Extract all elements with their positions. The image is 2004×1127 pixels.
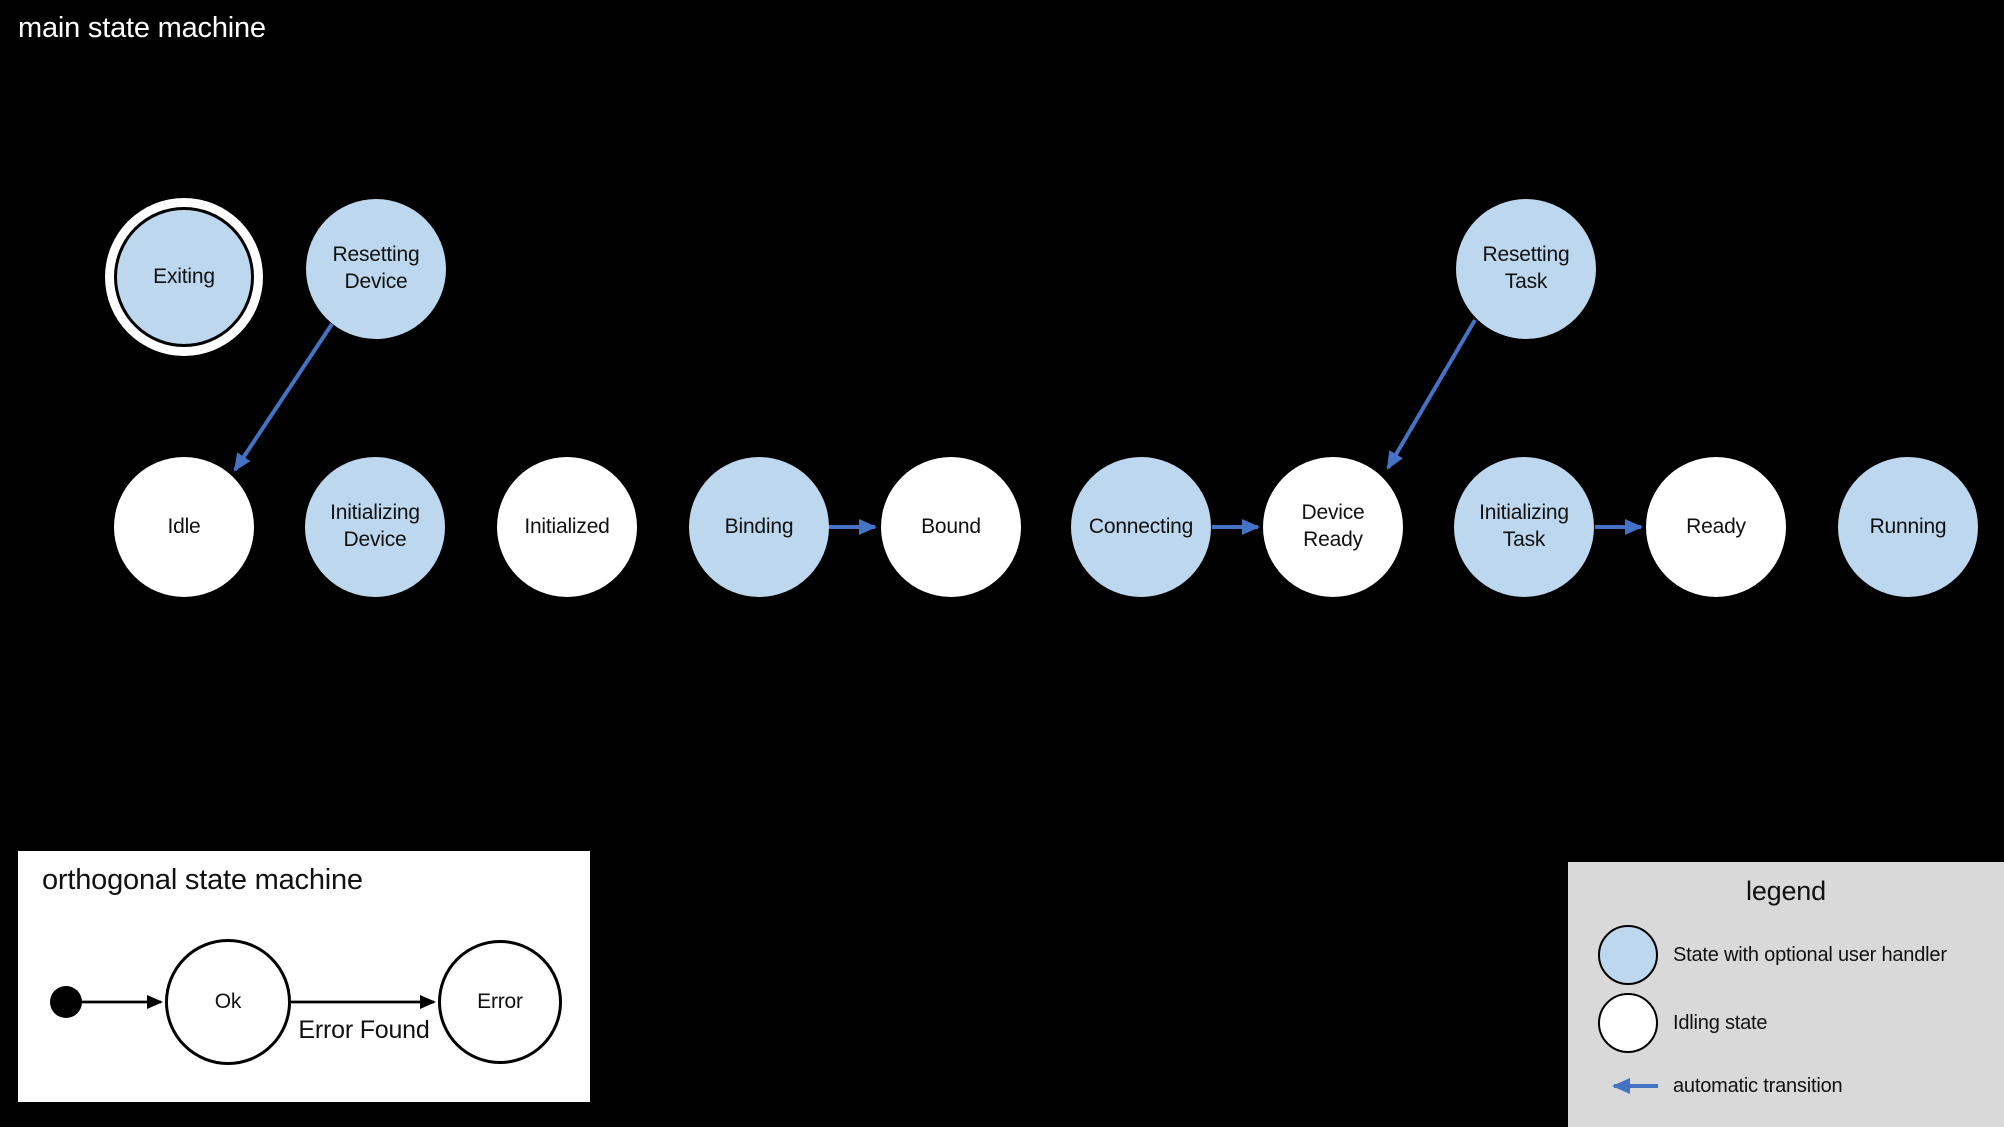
state-initializing-task: Initializing Task xyxy=(1454,457,1594,597)
state-ok: Ok xyxy=(165,939,291,1065)
state-label: Error xyxy=(477,990,523,1013)
state-label: Initialized xyxy=(524,514,610,538)
state-label: Running xyxy=(1869,514,1947,538)
state-label: Resetting Device xyxy=(332,243,420,293)
state-bound: Bound xyxy=(881,457,1021,597)
transition-resetting-device-to-idle-arrow xyxy=(233,322,334,472)
legend-idling-state-icon xyxy=(1598,993,1658,1053)
legend-title: legend xyxy=(1746,876,1826,906)
state-ready: Ready xyxy=(1646,457,1786,597)
transition-label-error-found: Error Found xyxy=(298,1016,430,1044)
state-label: Connecting xyxy=(1088,514,1194,538)
state-label: Idle xyxy=(167,514,201,538)
initial-state-dot xyxy=(50,986,82,1018)
state-label: Exiting xyxy=(153,264,215,288)
transition-resetting-task-to-device-ready-arrow xyxy=(1386,318,1477,470)
state-error: Error xyxy=(438,940,562,1064)
main-diagram-title: main state machine xyxy=(18,12,266,44)
legend-item-label: Idling state xyxy=(1673,1012,1768,1034)
state-connecting: Connecting xyxy=(1071,457,1211,597)
state-label: Ready xyxy=(1686,514,1746,538)
state-initialized: Initialized xyxy=(497,457,637,597)
state-idle: Idle xyxy=(114,457,254,597)
state-device-ready: Device Ready xyxy=(1263,457,1403,597)
legend-item-label: State with optional user handler xyxy=(1673,944,1947,966)
state-resetting-device: Resetting Device xyxy=(306,199,446,339)
legend-item-label: automatic transition xyxy=(1673,1075,1843,1097)
state-label: Bound xyxy=(921,514,981,538)
state-initializing-device: Initializing Device xyxy=(305,457,445,597)
state-label: Initializing Task xyxy=(1479,501,1569,551)
state-exiting: Exiting xyxy=(114,207,254,347)
legend-user-handler-state-icon xyxy=(1598,925,1658,985)
legend-panel xyxy=(1568,862,2004,1127)
state-label: Initializing Device xyxy=(330,501,420,551)
state-label: Device Ready xyxy=(1301,501,1365,551)
state-running: Running xyxy=(1838,457,1978,597)
state-label: Binding xyxy=(724,514,794,538)
state-binding: Binding xyxy=(689,457,829,597)
orthogonal-diagram-title: orthogonal state machine xyxy=(42,864,363,896)
state-label: Ok xyxy=(214,990,242,1013)
state-resetting-task: Resetting Task xyxy=(1456,199,1596,339)
state-label: Resetting Task xyxy=(1482,243,1570,293)
